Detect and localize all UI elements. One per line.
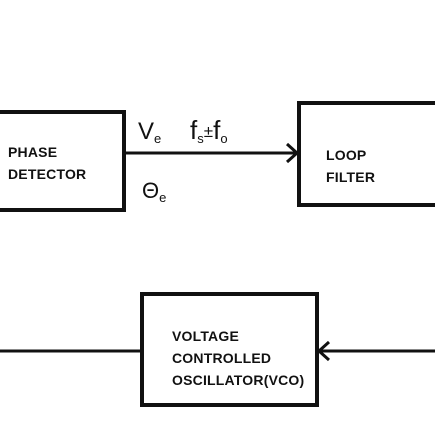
ve-signal-label: Ve (138, 118, 161, 146)
loop-filter-label: LOOP FILTER (326, 144, 375, 188)
frequency-signal-label: fs±fo (190, 115, 228, 146)
phase-detector-box (0, 110, 126, 212)
freq-op: ± (203, 122, 214, 141)
freq-f1: f (190, 115, 198, 145)
theta-subscript: e (159, 190, 167, 205)
loop-filter-line-2: FILTER (326, 169, 376, 185)
filter-to-vco-arrowhead (316, 340, 331, 362)
vco-line-2: CONTROLLED (172, 350, 272, 366)
freq-s1: s (197, 131, 204, 146)
pd-to-filter-arrowhead (285, 142, 300, 164)
ve-subscript: e (154, 131, 162, 146)
theta-signal-label: Θe (142, 178, 167, 205)
freq-f2: f (213, 115, 221, 145)
vco-label: VOLTAGE CONTROLLED OSCILLATOR(VCO) (172, 325, 304, 391)
ve-base: V (138, 118, 155, 145)
phase-detector-label: PHASE DETECTOR (8, 141, 86, 185)
vco-line-3: OSCILLATOR(VCO) (172, 372, 305, 388)
theta-base: Θ (142, 178, 160, 203)
vco-line-1: VOLTAGE (172, 328, 239, 344)
freq-s2: o (220, 131, 228, 146)
phase-detector-line-2: DETECTOR (8, 166, 87, 182)
loop-filter-line-1: LOOP (326, 147, 367, 163)
phase-detector-line-1: PHASE (8, 144, 58, 160)
loop-filter-box (297, 101, 435, 207)
